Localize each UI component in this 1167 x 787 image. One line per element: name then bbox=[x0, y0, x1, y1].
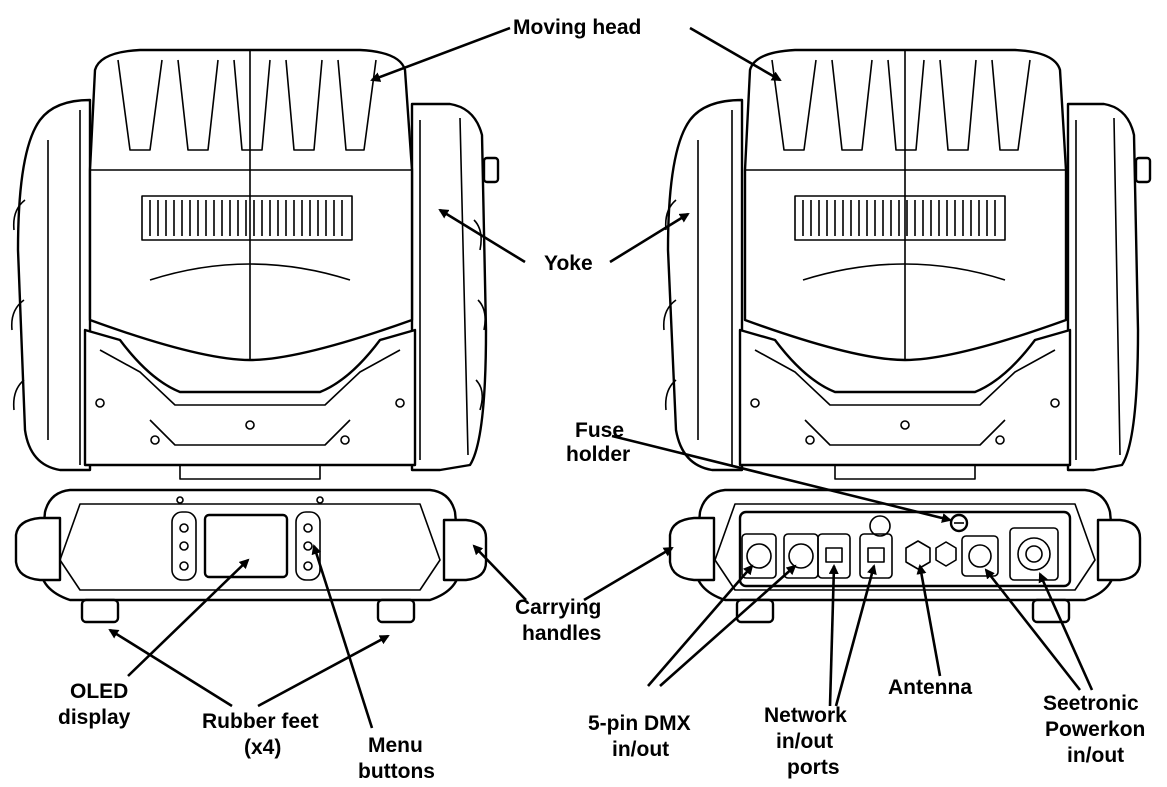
network-out-port bbox=[859, 533, 893, 579]
label-yoke: Yoke bbox=[544, 252, 593, 275]
rubber-foot bbox=[80, 598, 120, 624]
label-fuse-line2: holder bbox=[566, 443, 630, 466]
label-network-line1: Network bbox=[764, 704, 847, 727]
yoke-base-right bbox=[738, 328, 1072, 480]
fixture-rear-view bbox=[662, 48, 1152, 624]
label-carrying-line2: handles bbox=[522, 622, 601, 645]
rubber-foot bbox=[376, 598, 416, 624]
yoke-left-arm-rear bbox=[662, 98, 744, 472]
label-moving-head: Moving head bbox=[513, 16, 641, 39]
yoke-base-left bbox=[83, 328, 417, 480]
base-rear bbox=[668, 488, 1142, 624]
antenna-connector bbox=[905, 540, 931, 570]
fixture-front-view bbox=[10, 48, 500, 624]
label-network-line3: ports bbox=[787, 756, 840, 779]
yoke-right-arm bbox=[410, 102, 500, 472]
label-antenna: Antenna bbox=[888, 676, 972, 699]
label-powerkon-line3: in/out bbox=[1067, 744, 1124, 767]
label-feet-line1: Rubber feet bbox=[202, 710, 319, 733]
base-front bbox=[14, 488, 488, 624]
oled-display bbox=[203, 513, 289, 579]
label-fuse-line1: Fuse bbox=[575, 419, 624, 442]
yoke-right-arm-rear bbox=[1066, 102, 1152, 472]
label-oled-line2: display bbox=[58, 706, 131, 729]
label-oled-line1: OLED bbox=[70, 680, 128, 703]
label-dmx-line2: in/out bbox=[612, 738, 669, 761]
powerkon-out bbox=[1009, 527, 1059, 581]
powerkon-in bbox=[961, 535, 999, 577]
label-network-line2: in/out bbox=[776, 730, 833, 753]
callout-arrows bbox=[108, 26, 1094, 729]
dmx-in-connector bbox=[741, 533, 777, 579]
label-dmx-line1: 5-pin DMX bbox=[588, 712, 691, 735]
label-powerkon-line2: Powerkon bbox=[1045, 718, 1145, 741]
moving-head-left bbox=[88, 48, 414, 362]
label-menu-line1: Menu bbox=[368, 734, 423, 757]
label-feet-line2: (x4) bbox=[244, 736, 281, 759]
label-carrying-line1: Carrying bbox=[515, 596, 601, 619]
label-powerkon-line1: Seetronic bbox=[1043, 692, 1139, 715]
moving-head-right bbox=[743, 48, 1068, 362]
yoke-left-arm bbox=[10, 98, 92, 472]
labels: Moving head Yoke Fuse holder Carrying ha… bbox=[58, 16, 1145, 783]
label-menu-line2: buttons bbox=[358, 760, 435, 783]
